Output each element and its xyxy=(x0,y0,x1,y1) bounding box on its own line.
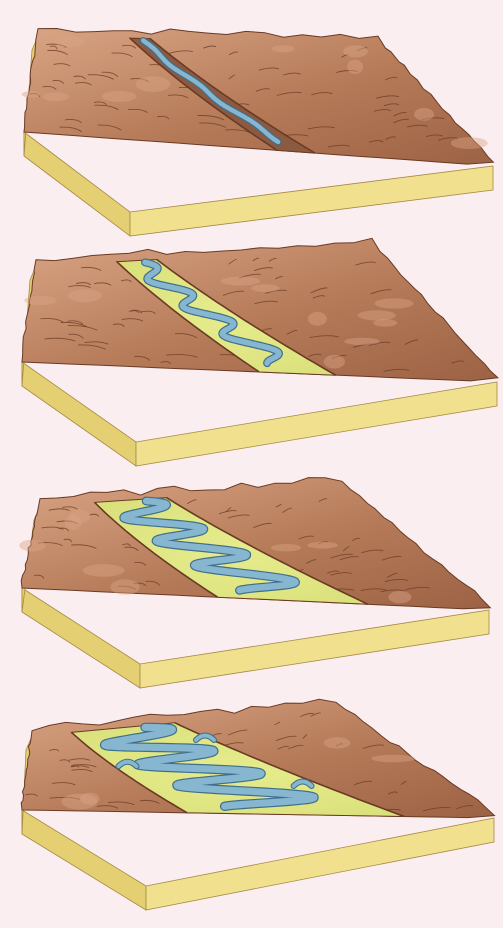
terrain-surface xyxy=(24,29,493,165)
terrain-highlight xyxy=(375,298,414,308)
terrain-highlight xyxy=(451,137,488,149)
terrain-highlight xyxy=(308,312,327,326)
terrain-highlight xyxy=(68,289,102,302)
terrain-highlight xyxy=(136,76,171,92)
terrain-highlight xyxy=(69,510,91,524)
block-stage-2 xyxy=(22,238,498,466)
soil-front-face xyxy=(136,382,497,466)
terrain-highlight xyxy=(388,591,411,603)
terrain-highlight xyxy=(24,296,56,305)
terrain-highlight xyxy=(221,277,261,286)
terrain-highlight xyxy=(19,540,45,552)
terrain-highlight xyxy=(324,355,345,369)
terrain-highlight xyxy=(324,737,351,748)
terrain-highlight xyxy=(272,45,295,52)
terrain-highlight xyxy=(271,544,301,551)
terrain-highlight xyxy=(43,92,69,101)
block-stage-1 xyxy=(22,29,494,237)
terrain-highlight xyxy=(102,91,137,102)
terrain-highlight xyxy=(111,579,140,594)
soil-left-face xyxy=(22,588,140,688)
terrain-highlight xyxy=(307,542,337,549)
block-stage-4 xyxy=(21,699,494,910)
soil-front-face xyxy=(130,166,493,236)
soil-front-face xyxy=(140,610,489,688)
terrain-highlight xyxy=(414,108,434,121)
soil-front-face xyxy=(146,818,494,910)
terrain-highlight xyxy=(251,284,279,292)
terrain-highlight xyxy=(371,755,415,763)
terrain-highlight xyxy=(358,310,396,320)
soil-left-face xyxy=(22,810,146,910)
terrain-highlight xyxy=(62,794,98,810)
soil-left-face xyxy=(24,132,130,236)
terrain-highlight xyxy=(22,91,41,98)
terrain-highlight xyxy=(343,45,368,57)
terrain-highlight xyxy=(347,60,363,74)
block-stage-3 xyxy=(19,478,490,688)
soil-left-face xyxy=(22,362,136,466)
terrain-highlight xyxy=(83,564,125,577)
terrain-highlight xyxy=(55,36,85,47)
terrain-highlight xyxy=(344,338,379,345)
